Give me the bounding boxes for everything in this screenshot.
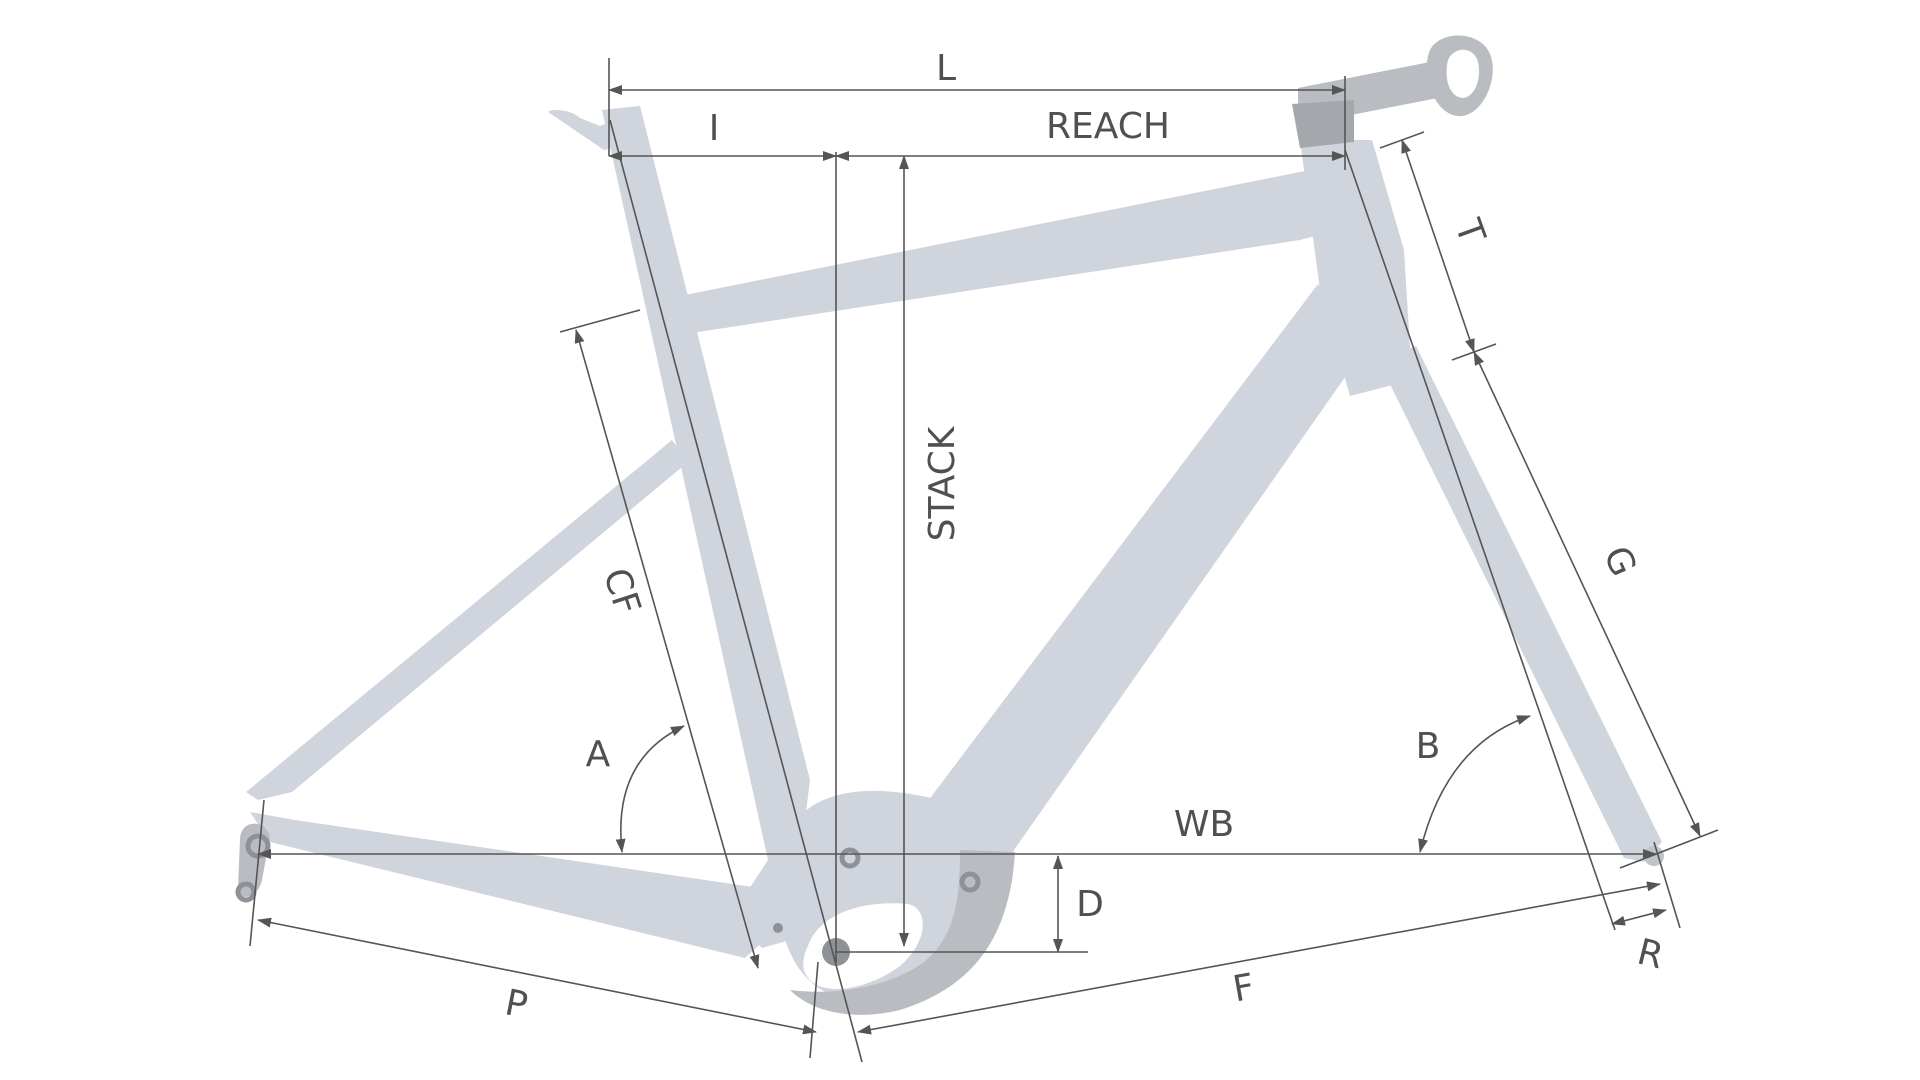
dim-f (857, 881, 1661, 1035)
dim-r (1611, 908, 1667, 926)
chain-stay (250, 812, 778, 958)
dimension-labels: L I REACH T STACK CF G A B WB D R P F (502, 48, 1668, 1027)
ext-fork-axle (1653, 841, 1681, 929)
head-tube (1300, 140, 1412, 396)
down-tube (900, 284, 1364, 880)
dim-p (257, 917, 817, 1035)
angle-a-arc (615, 725, 685, 853)
headset-stem (1292, 35, 1493, 148)
label-reach: REACH (1046, 106, 1170, 147)
seat-tube (602, 106, 810, 948)
label-p: P (502, 982, 531, 1026)
derailleur-hanger-hole (235, 881, 257, 903)
label-b: B (1416, 726, 1441, 767)
fork (1378, 346, 1662, 862)
label-l: L (936, 48, 956, 89)
ext-g-bottom (1619, 829, 1719, 869)
label-r: R (1633, 932, 1667, 978)
label-wb: WB (1174, 804, 1234, 845)
angle-b-arc (1418, 715, 1531, 853)
handlebar-hole (1446, 49, 1480, 98)
label-f: F (1230, 967, 1258, 1011)
label-d: D (1076, 884, 1104, 925)
ext-head-tube-axis (1344, 149, 1616, 931)
label-a: A (586, 734, 611, 775)
rear-dropout (237, 823, 270, 898)
cable-port (773, 923, 783, 933)
dim-g (1473, 351, 1701, 837)
label-i: I (709, 108, 720, 149)
ext-cf-top (559, 309, 641, 333)
label-g: G (1595, 540, 1644, 582)
dim-cf (574, 329, 760, 969)
label-t: T (1446, 213, 1493, 250)
dim-t (1401, 139, 1475, 353)
bike-frame (235, 106, 1664, 1015)
seat-stay (246, 440, 688, 800)
seat-post-top (548, 110, 646, 150)
dimension-lines (257, 85, 1701, 1035)
label-cf: CF (595, 563, 648, 619)
top-tube (660, 162, 1375, 336)
ext-rear-axle-vertical (249, 799, 265, 947)
label-stack: STACK (922, 425, 963, 541)
headset-spacer (1292, 100, 1354, 148)
